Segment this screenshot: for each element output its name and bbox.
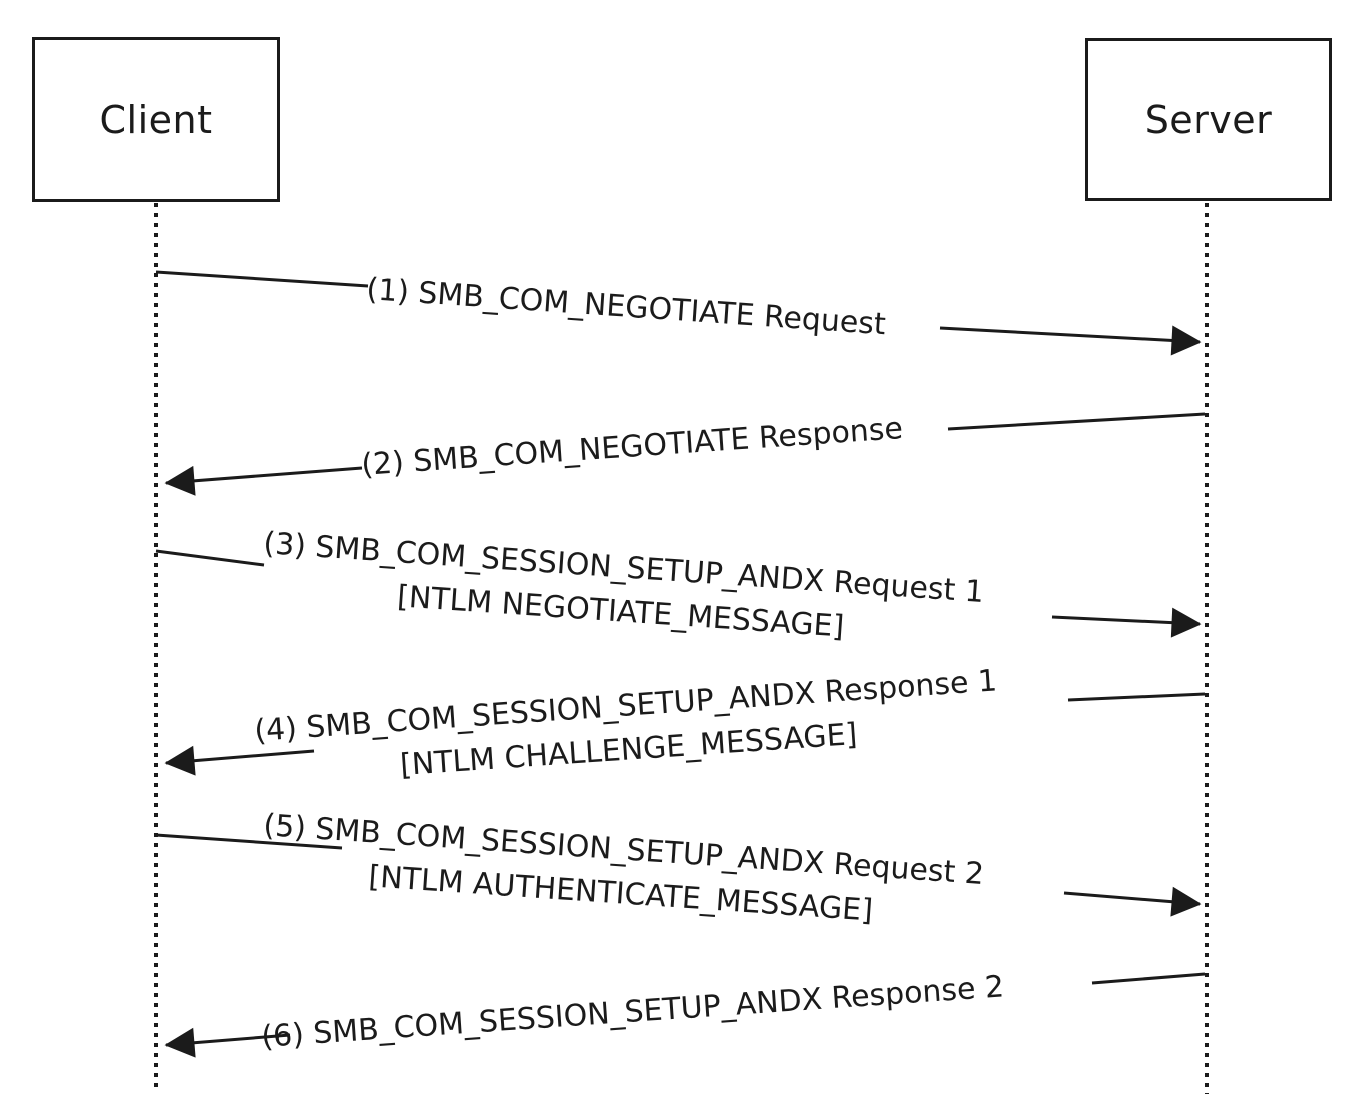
- message-5-line-start: [155, 833, 343, 850]
- message-6-line-start: [1091, 972, 1206, 985]
- message-4-line-start: [1067, 692, 1206, 702]
- message-3-line-start: [155, 549, 265, 567]
- message-5-arrow: [1063, 886, 1202, 917]
- actor-box-client: Client: [32, 37, 280, 202]
- message-1-line-start: [155, 270, 369, 288]
- message-2-line-start: [947, 412, 1206, 431]
- actor-server-label: Server: [1144, 97, 1273, 142]
- actor-box-server: Server: [1085, 38, 1332, 201]
- message-1-arrow: [939, 325, 1202, 356]
- message-3-arrow: [1051, 607, 1202, 638]
- message-6-arrow: [164, 1027, 291, 1058]
- message-4-arrow: [164, 745, 315, 776]
- message-2-arrow: [164, 465, 363, 496]
- actor-client-label: Client: [99, 97, 213, 142]
